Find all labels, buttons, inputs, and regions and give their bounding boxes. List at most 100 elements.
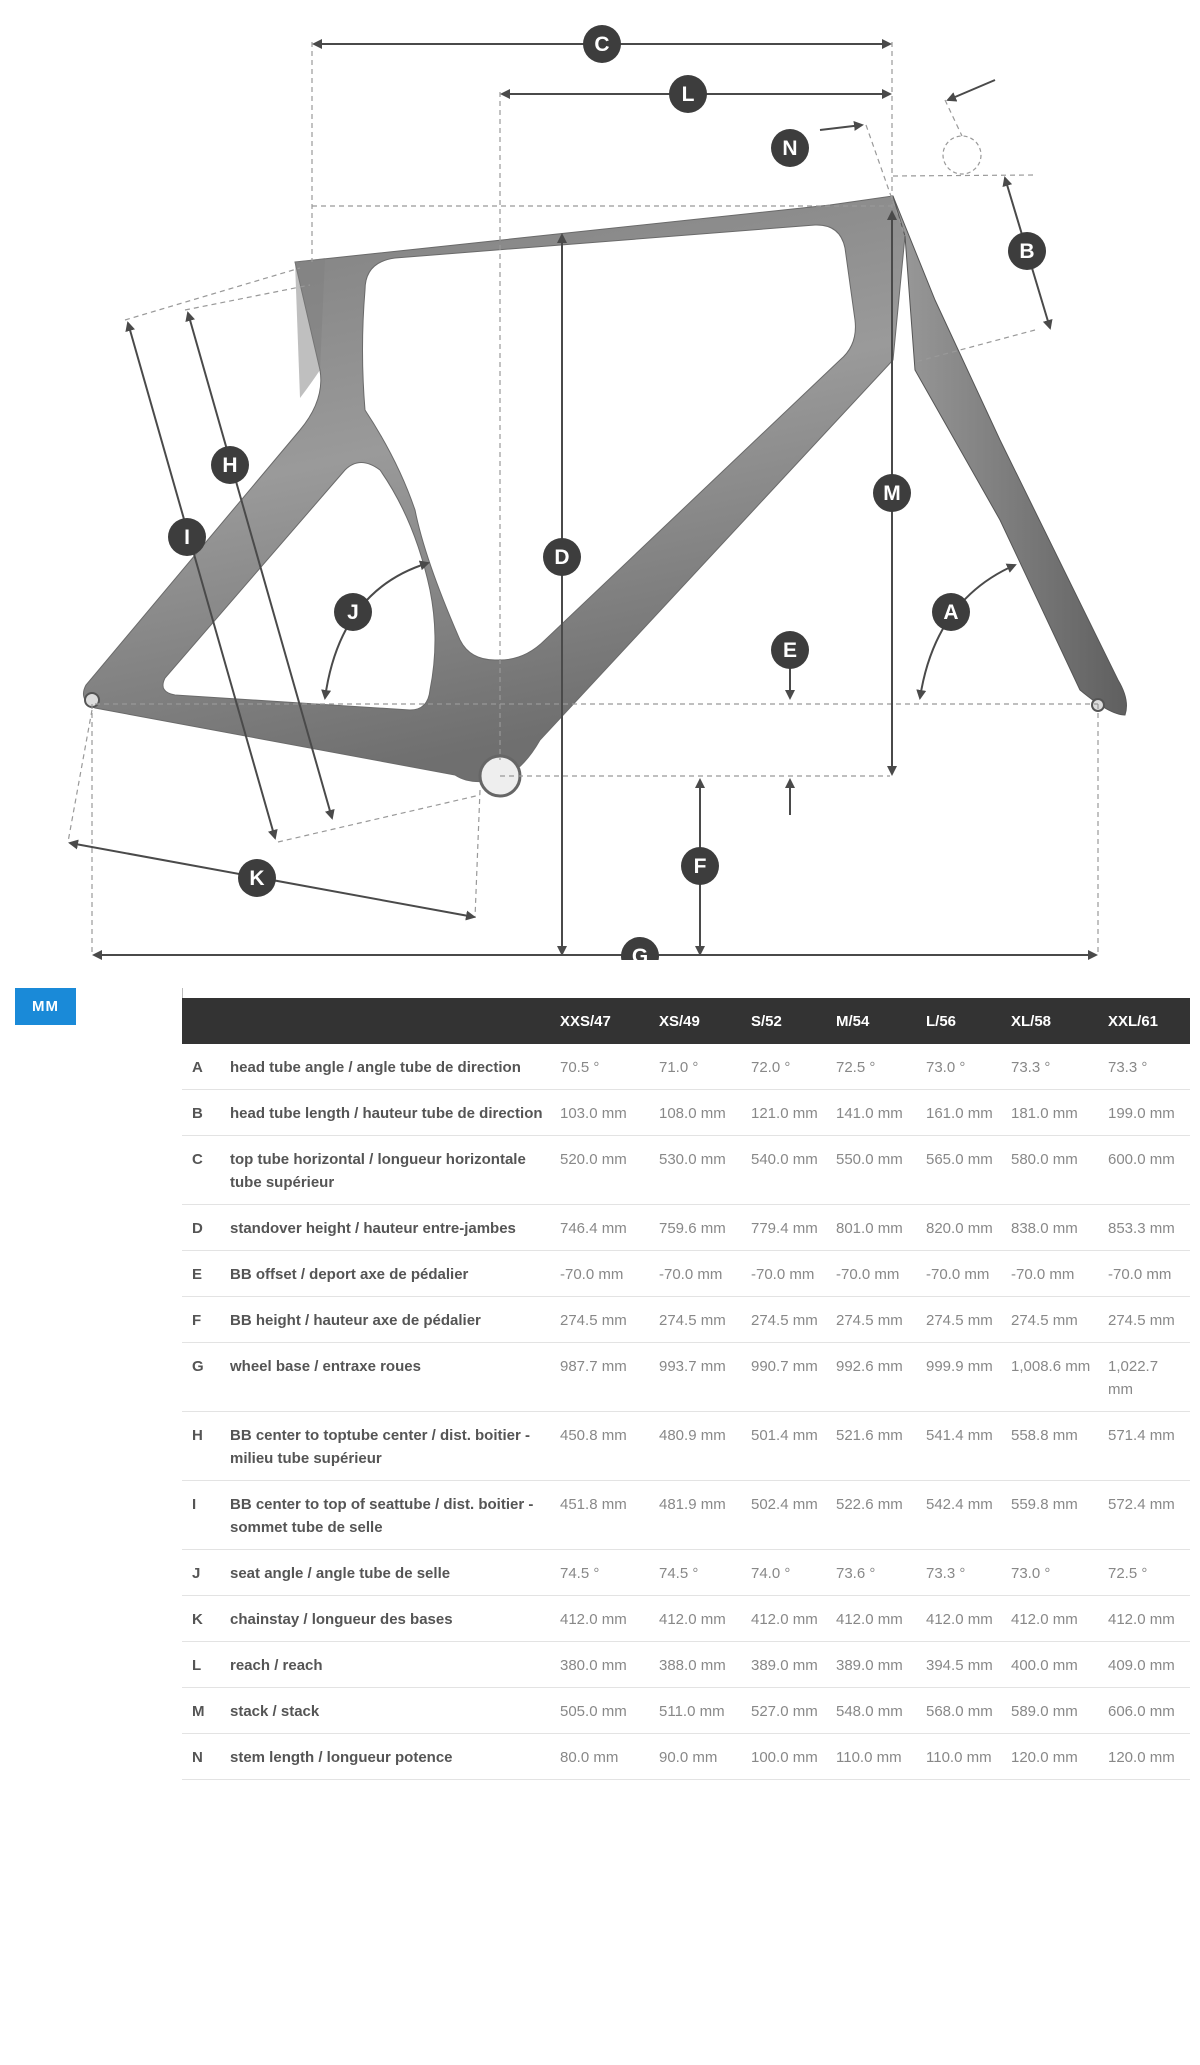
- row-value: 274.5 mm: [1003, 1296, 1100, 1343]
- svg-text:K: K: [249, 867, 264, 890]
- svg-text:M: M: [883, 482, 901, 505]
- row-label: stack / stack: [222, 1687, 552, 1734]
- row-value: 103.0 mm: [552, 1089, 651, 1136]
- row-value: 73.0 °: [918, 1044, 1003, 1090]
- label-bubble-g: G: [621, 937, 659, 960]
- row-label: standover height / hauteur entre-jambes: [222, 1204, 552, 1251]
- row-value: 161.0 mm: [918, 1089, 1003, 1136]
- label-bubble-f: F: [681, 847, 719, 885]
- label-bubble-a: A: [932, 593, 970, 631]
- header-label: [222, 998, 552, 1044]
- row-value: 199.0 mm: [1100, 1089, 1190, 1136]
- svg-text:A: A: [943, 601, 958, 624]
- row-value: 100.0 mm: [743, 1733, 828, 1780]
- svg-text:L: L: [682, 83, 695, 106]
- row-value: 110.0 mm: [918, 1733, 1003, 1780]
- row-key: K: [182, 1595, 222, 1642]
- row-value: 520.0 mm: [552, 1135, 651, 1205]
- row-value: 74.5 °: [651, 1549, 743, 1596]
- row-value: 565.0 mm: [918, 1135, 1003, 1205]
- row-value: 779.4 mm: [743, 1204, 828, 1251]
- row-value: 72.5 °: [828, 1044, 918, 1090]
- row-value: 746.4 mm: [552, 1204, 651, 1251]
- row-value: 409.0 mm: [1100, 1641, 1190, 1688]
- row-value: 394.5 mm: [918, 1641, 1003, 1688]
- label-bubble-d: D: [543, 538, 581, 576]
- label-bubble-h: H: [211, 446, 249, 484]
- header-size: M/54: [836, 1012, 870, 1030]
- row-value: 589.0 mm: [1003, 1687, 1100, 1734]
- row-value: 110.0 mm: [828, 1733, 918, 1780]
- row-value: 412.0 mm: [743, 1595, 828, 1642]
- row-value: 540.0 mm: [743, 1135, 828, 1205]
- row-label: stem length / longueur potence: [222, 1733, 552, 1780]
- row-key: N: [182, 1733, 222, 1780]
- dimension-arrows: [68, 39, 1098, 960]
- svg-text:I: I: [184, 526, 190, 549]
- row-value: -70.0 mm: [651, 1250, 743, 1297]
- row-value: 1,008.6 mm: [1003, 1342, 1100, 1412]
- geometry-table: XXS/47 XS/49 S/52 M/54 L/56 XL/58 XXL/61…: [182, 998, 1190, 1780]
- svg-text:E: E: [783, 639, 797, 662]
- row-value: 412.0 mm: [918, 1595, 1003, 1642]
- row-value: 389.0 mm: [828, 1641, 918, 1688]
- row-value: 73.6 °: [828, 1549, 918, 1596]
- row-label: BB center to top of seattube / dist. boi…: [222, 1480, 552, 1550]
- svg-text:F: F: [694, 855, 707, 878]
- row-value: 400.0 mm: [1003, 1641, 1100, 1688]
- unit-toggle-mm[interactable]: MM: [15, 988, 76, 1025]
- row-value: 90.0 mm: [651, 1733, 743, 1780]
- row-value: 548.0 mm: [828, 1687, 918, 1734]
- row-value: 274.5 mm: [828, 1296, 918, 1343]
- row-value: 73.0 °: [1003, 1549, 1100, 1596]
- row-value: 580.0 mm: [1003, 1135, 1100, 1205]
- row-key: M: [182, 1687, 222, 1734]
- row-value: 141.0 mm: [828, 1089, 918, 1136]
- row-value: 530.0 mm: [651, 1135, 743, 1205]
- row-value: 606.0 mm: [1100, 1687, 1190, 1734]
- row-value: 72.0 °: [743, 1044, 828, 1090]
- row-value: 568.0 mm: [918, 1687, 1003, 1734]
- row-value: 450.8 mm: [552, 1411, 651, 1481]
- row-value: -70.0 mm: [918, 1250, 1003, 1297]
- row-label: head tube angle / angle tube de directio…: [222, 1044, 552, 1090]
- row-value: 801.0 mm: [828, 1204, 918, 1251]
- row-key: D: [182, 1204, 222, 1251]
- row-value: -70.0 mm: [743, 1250, 828, 1297]
- row-value: 388.0 mm: [651, 1641, 743, 1688]
- row-value: 571.4 mm: [1100, 1411, 1190, 1481]
- row-value: 838.0 mm: [1003, 1204, 1100, 1251]
- row-key: E: [182, 1250, 222, 1297]
- row-value: 274.5 mm: [1100, 1296, 1190, 1343]
- row-value: 451.8 mm: [552, 1480, 651, 1550]
- row-value: 389.0 mm: [743, 1641, 828, 1688]
- row-label: BB center to toptube center / dist. boit…: [222, 1411, 552, 1481]
- svg-text:G: G: [632, 945, 648, 960]
- row-key: C: [182, 1135, 222, 1205]
- row-value: 505.0 mm: [552, 1687, 651, 1734]
- row-value: 274.5 mm: [918, 1296, 1003, 1343]
- row-value: 600.0 mm: [1100, 1135, 1190, 1205]
- row-label: top tube horizontal / longueur horizonta…: [222, 1135, 552, 1205]
- row-value: 999.9 mm: [918, 1342, 1003, 1412]
- header-size: XL/58: [1011, 1012, 1052, 1030]
- svg-text:H: H: [222, 454, 237, 477]
- row-label: reach / reach: [222, 1641, 552, 1688]
- row-value: 274.5 mm: [651, 1296, 743, 1343]
- row-value: 120.0 mm: [1100, 1733, 1190, 1780]
- row-value: 412.0 mm: [828, 1595, 918, 1642]
- row-value: 121.0 mm: [743, 1089, 828, 1136]
- row-value: 542.4 mm: [918, 1480, 1003, 1550]
- row-label: BB height / hauteur axe de pédalier: [222, 1296, 552, 1343]
- row-value: 71.0 °: [651, 1044, 743, 1090]
- row-value: 558.8 mm: [1003, 1411, 1100, 1481]
- label-bubble-n: N: [771, 129, 809, 167]
- label-bubble-e: E: [771, 631, 809, 669]
